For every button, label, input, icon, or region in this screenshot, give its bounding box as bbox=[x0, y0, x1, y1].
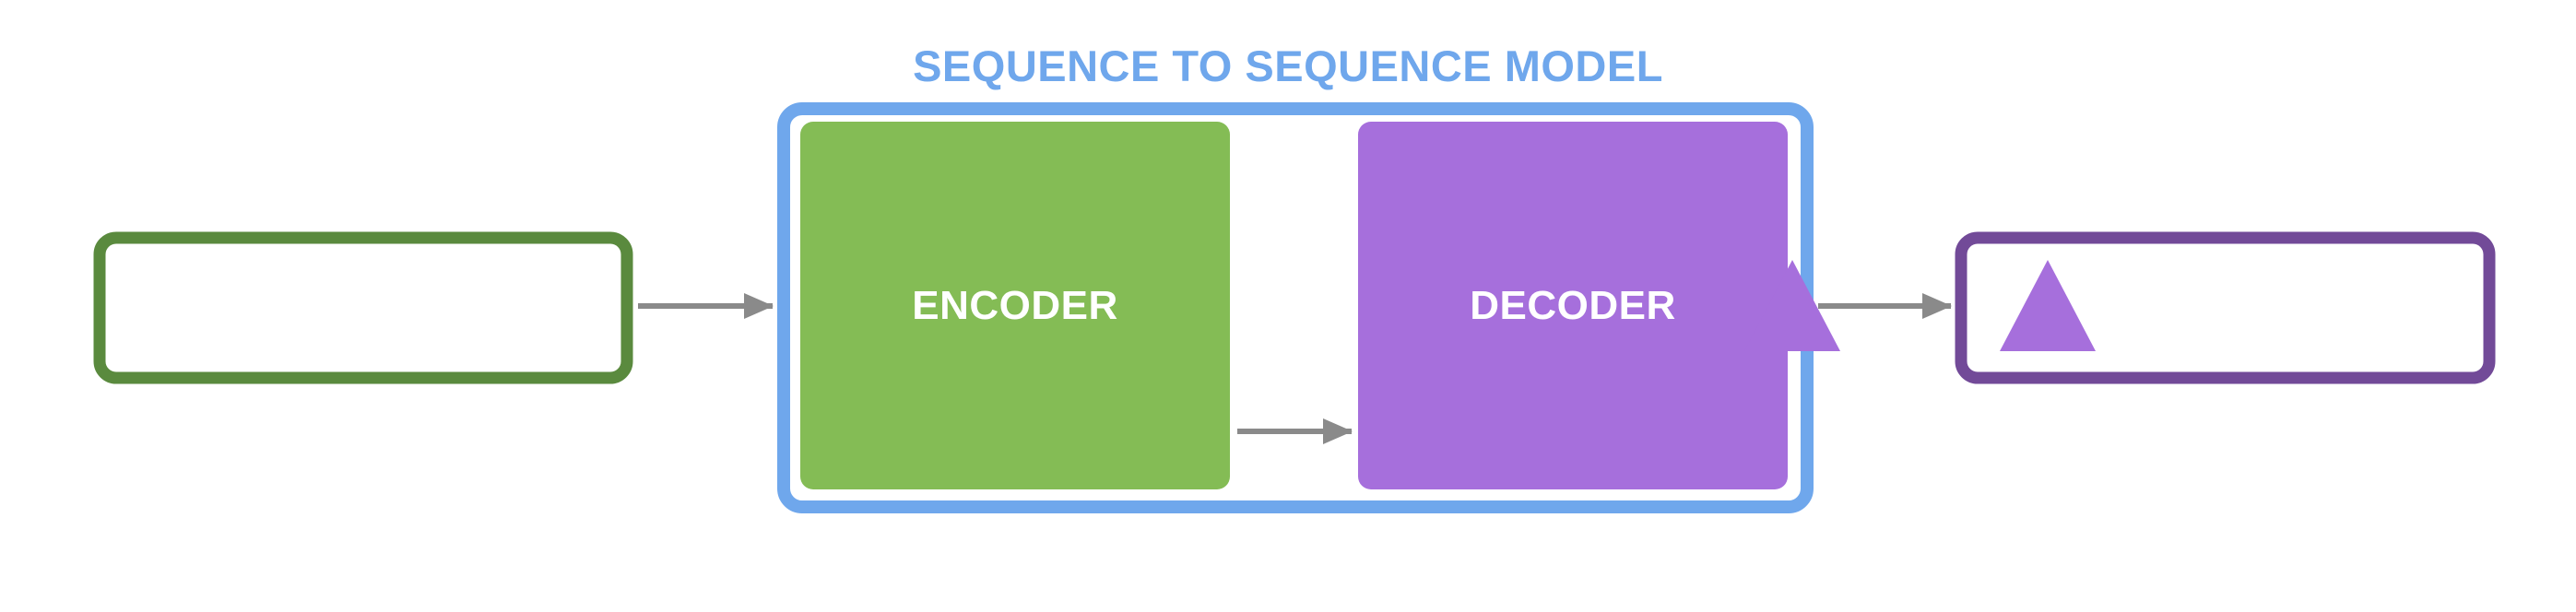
model-title: SEQUENCE TO SEQUENCE MODEL bbox=[913, 41, 1663, 90]
triangle-icon bbox=[2000, 260, 2096, 351]
decoder-label: DECODER bbox=[1470, 283, 1676, 328]
input-sequence-box bbox=[93, 231, 633, 384]
encoder-label: ENCODER bbox=[912, 283, 1118, 328]
triangle-icon bbox=[1744, 260, 1840, 351]
output-sequence-box bbox=[1955, 231, 2496, 384]
encoder-block bbox=[800, 122, 1230, 489]
decoder-block bbox=[1358, 122, 1788, 489]
